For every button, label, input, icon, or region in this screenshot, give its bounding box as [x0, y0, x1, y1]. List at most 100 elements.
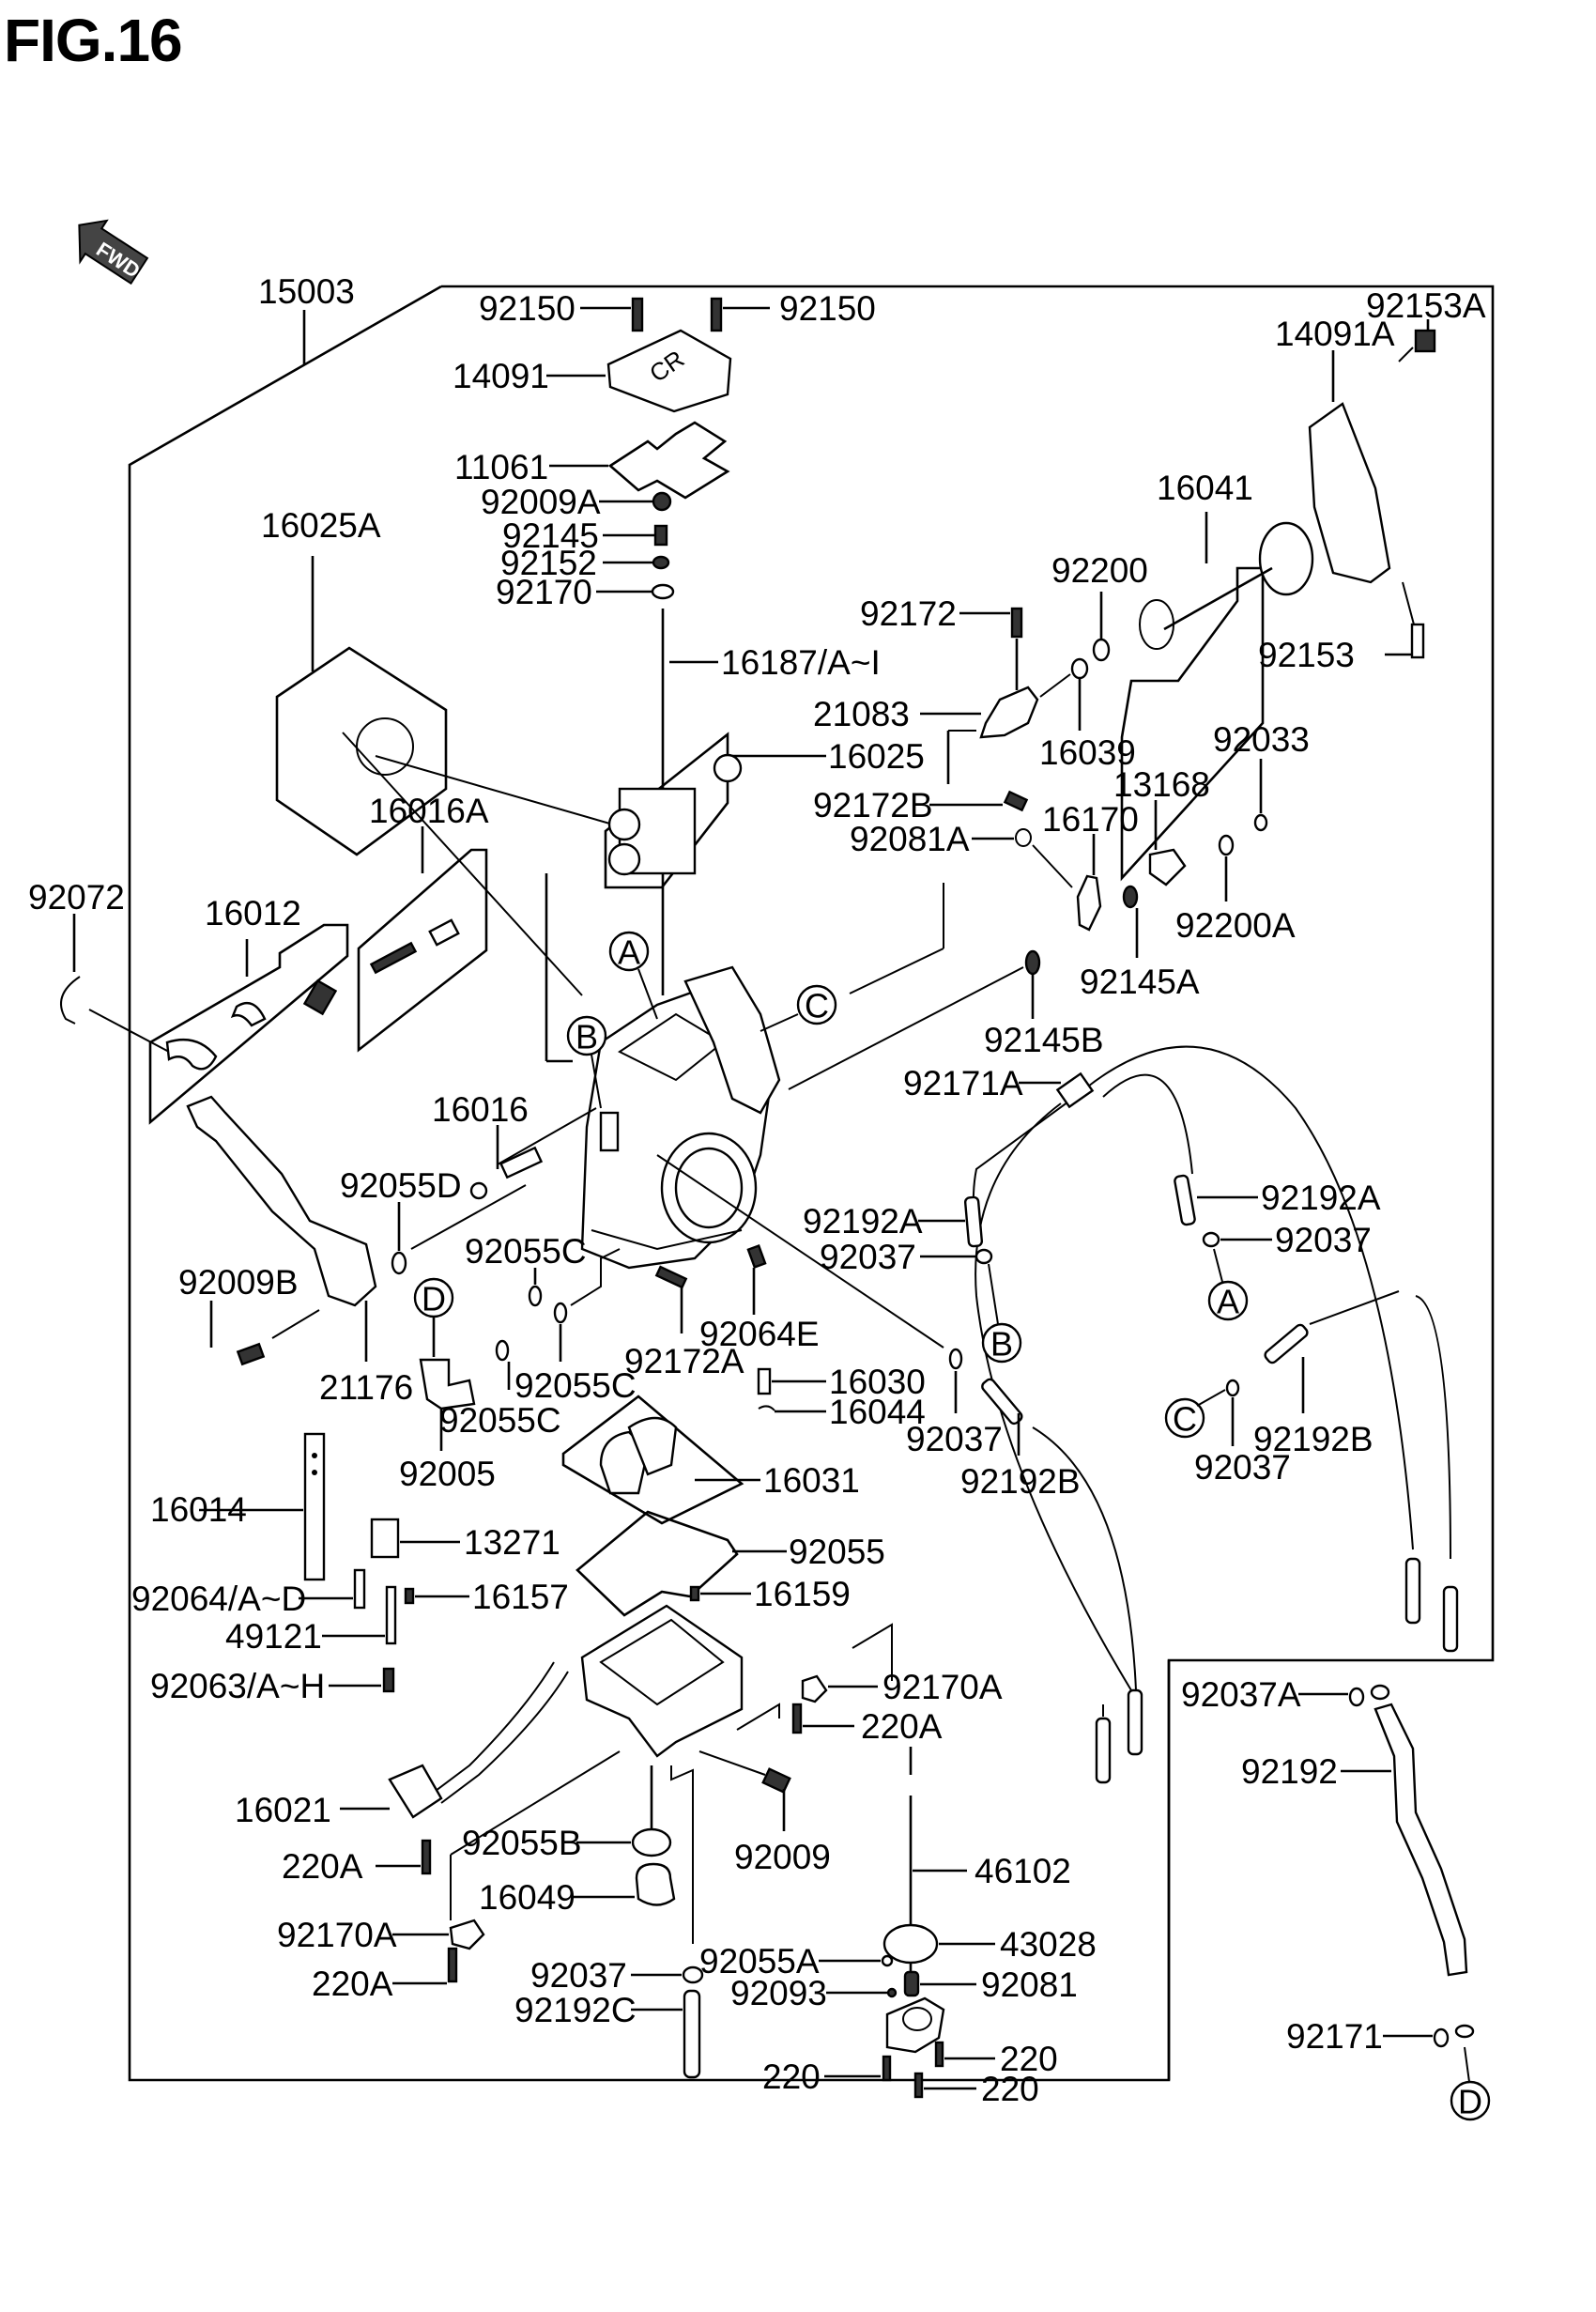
label-92009B[interactable]: 92009B	[178, 1263, 299, 1302]
label-92171[interactable]: 92171	[1286, 2017, 1383, 2056]
clamp-92037-d	[1225, 1379, 1240, 1397]
label-11061[interactable]: 11061	[454, 448, 548, 486]
clip-16044	[758, 1405, 775, 1411]
label-92093[interactable]: 92093	[730, 1974, 827, 2012]
label-92081A[interactable]: 92081A	[850, 820, 970, 858]
label-13271[interactable]: 13271	[464, 1523, 560, 1562]
label-16030[interactable]: 16030	[829, 1363, 926, 1401]
label-92055A[interactable]: 92055A	[699, 1942, 820, 1981]
label-92037-a[interactable]: 92037	[820, 1238, 916, 1276]
hose-end-3	[1404, 1557, 1421, 1625]
label-92033[interactable]: 92033	[1213, 720, 1310, 759]
label-92055C-mid[interactable]: 92055C	[514, 1366, 637, 1405]
label-220A-right[interactable]: 220A	[861, 1707, 943, 1746]
label-92170A-left[interactable]: 92170A	[277, 1916, 397, 1954]
label-16016A[interactable]: 16016A	[369, 792, 489, 830]
jet-92063	[382, 1667, 395, 1693]
label-92153A[interactable]: 92153A	[1366, 286, 1486, 325]
label-92081[interactable]: 92081	[981, 1965, 1078, 2004]
hose-elbow	[230, 1002, 267, 1027]
label-16031[interactable]: 16031	[763, 1461, 860, 1500]
clamp-92037-c	[948, 1348, 963, 1370]
label-92172B[interactable]: 92172B	[813, 786, 933, 825]
label-92037-c[interactable]: 92037	[906, 1420, 1003, 1458]
screw-220-a	[882, 2055, 892, 2082]
label-92170A-top[interactable]: 92170A	[882, 1668, 1003, 1706]
oring-92055D	[391, 1251, 407, 1275]
label-16157[interactable]: 16157	[472, 1578, 569, 1616]
label-220A-left-top[interactable]: 220A	[282, 1847, 363, 1886]
label-92055B[interactable]: 92055B	[462, 1824, 582, 1862]
label-16016[interactable]: 16016	[432, 1090, 529, 1129]
label-92192C[interactable]: 92192C	[514, 1991, 637, 2029]
label-220A-left-bottom[interactable]: 220A	[312, 1965, 393, 2003]
label-92055D[interactable]: 92055D	[340, 1166, 462, 1205]
label-92172A[interactable]: 92172A	[624, 1342, 744, 1380]
label-92192A-left[interactable]: 92192A	[803, 1202, 923, 1241]
tube-92192A-left	[963, 1195, 984, 1248]
label-92172[interactable]: 92172	[860, 594, 957, 633]
label-92153[interactable]: 92153	[1258, 636, 1355, 674]
label-16025[interactable]: 16025	[828, 737, 925, 776]
label-21083[interactable]: 21083	[813, 695, 910, 733]
label-92064E[interactable]: 92064E	[699, 1315, 820, 1353]
label-15003[interactable]: 15003	[258, 272, 355, 311]
reference-marker-C-main: C	[760, 883, 944, 1032]
label-92200[interactable]: 92200	[1051, 551, 1148, 590]
label-14091A[interactable]: 14091A	[1275, 315, 1395, 353]
label-49121[interactable]: 49121	[225, 1617, 322, 1656]
label-16025A[interactable]: 16025A	[261, 506, 381, 545]
label-16044[interactable]: 16044	[829, 1393, 926, 1431]
label-16049[interactable]: 16049	[479, 1878, 575, 1917]
label-16187[interactable]: 16187/A~I	[721, 643, 881, 682]
label-92170[interactable]: 92170	[496, 573, 592, 611]
label-92192[interactable]: 92192	[1241, 1752, 1338, 1791]
label-16021[interactable]: 16021	[235, 1791, 331, 1829]
label-92055C-low[interactable]: 92055C	[439, 1401, 561, 1440]
label-92192A-right[interactable]: 92192A	[1261, 1179, 1381, 1217]
label-92145[interactable]: 92145	[502, 516, 599, 555]
label-92145A[interactable]: 92145A	[1080, 963, 1200, 1001]
label-92171A[interactable]: 92171A	[903, 1064, 1023, 1102]
label-220-c[interactable]: 220	[981, 2070, 1039, 2108]
label-92037-b[interactable]: 92037	[1275, 1221, 1372, 1259]
label-14091[interactable]: 14091	[453, 357, 549, 395]
label-92200A[interactable]: 92200A	[1175, 906, 1296, 945]
label-220-b[interactable]: 220	[1000, 2040, 1058, 2078]
label-92009A[interactable]: 92009A	[481, 483, 601, 521]
label-92145B[interactable]: 92145B	[984, 1021, 1104, 1059]
label-16014[interactable]: 16014	[150, 1490, 247, 1529]
label-16039[interactable]: 16039	[1039, 733, 1136, 772]
label-16170[interactable]: 16170	[1042, 800, 1139, 839]
label-21176[interactable]: 21176	[319, 1368, 413, 1407]
label-46102[interactable]: 46102	[974, 1852, 1071, 1890]
label-16159[interactable]: 16159	[754, 1575, 851, 1613]
vent-hose-short	[1102, 1073, 1193, 1175]
label-92037A[interactable]: 92037A	[1181, 1675, 1301, 1714]
label-92150-left[interactable]: 92150	[479, 289, 575, 328]
reference-marker-A-main: A	[608, 931, 658, 1020]
label-16041[interactable]: 16041	[1157, 469, 1253, 507]
clamp-92037A	[1348, 1687, 1365, 1707]
label-92064AD[interactable]: 92064/A~D	[131, 1580, 306, 1618]
label-92055C-top[interactable]: 92055C	[465, 1232, 587, 1271]
label-92009[interactable]: 92009	[734, 1838, 831, 1876]
label-92192B-left[interactable]: 92192B	[960, 1462, 1081, 1501]
label-92072[interactable]: 92072	[28, 878, 125, 917]
label-92005[interactable]: 92005	[399, 1455, 496, 1493]
label-13168[interactable]: 13168	[1113, 765, 1210, 804]
label-92063AH[interactable]: 92063/A~H	[150, 1667, 325, 1705]
screw-92153A	[1414, 329, 1436, 353]
label-92055[interactable]: 92055	[789, 1533, 885, 1571]
label-43028[interactable]: 43028	[1000, 1925, 1097, 1964]
label-92192B-right[interactable]: 92192B	[1253, 1420, 1373, 1458]
label-92152[interactable]: 92152	[500, 544, 597, 582]
spring-92081	[903, 1970, 920, 1997]
label-16012[interactable]: 16012	[205, 894, 301, 933]
label-220-a[interactable]: 220	[762, 2058, 821, 2096]
clamp-92171	[1433, 2027, 1450, 2048]
label-92150-right[interactable]: 92150	[779, 289, 876, 328]
figure-title: FIG.16	[4, 7, 183, 74]
label-92037-e[interactable]: 92037	[530, 1956, 627, 1995]
label-92037-d[interactable]: 92037	[1194, 1448, 1291, 1487]
